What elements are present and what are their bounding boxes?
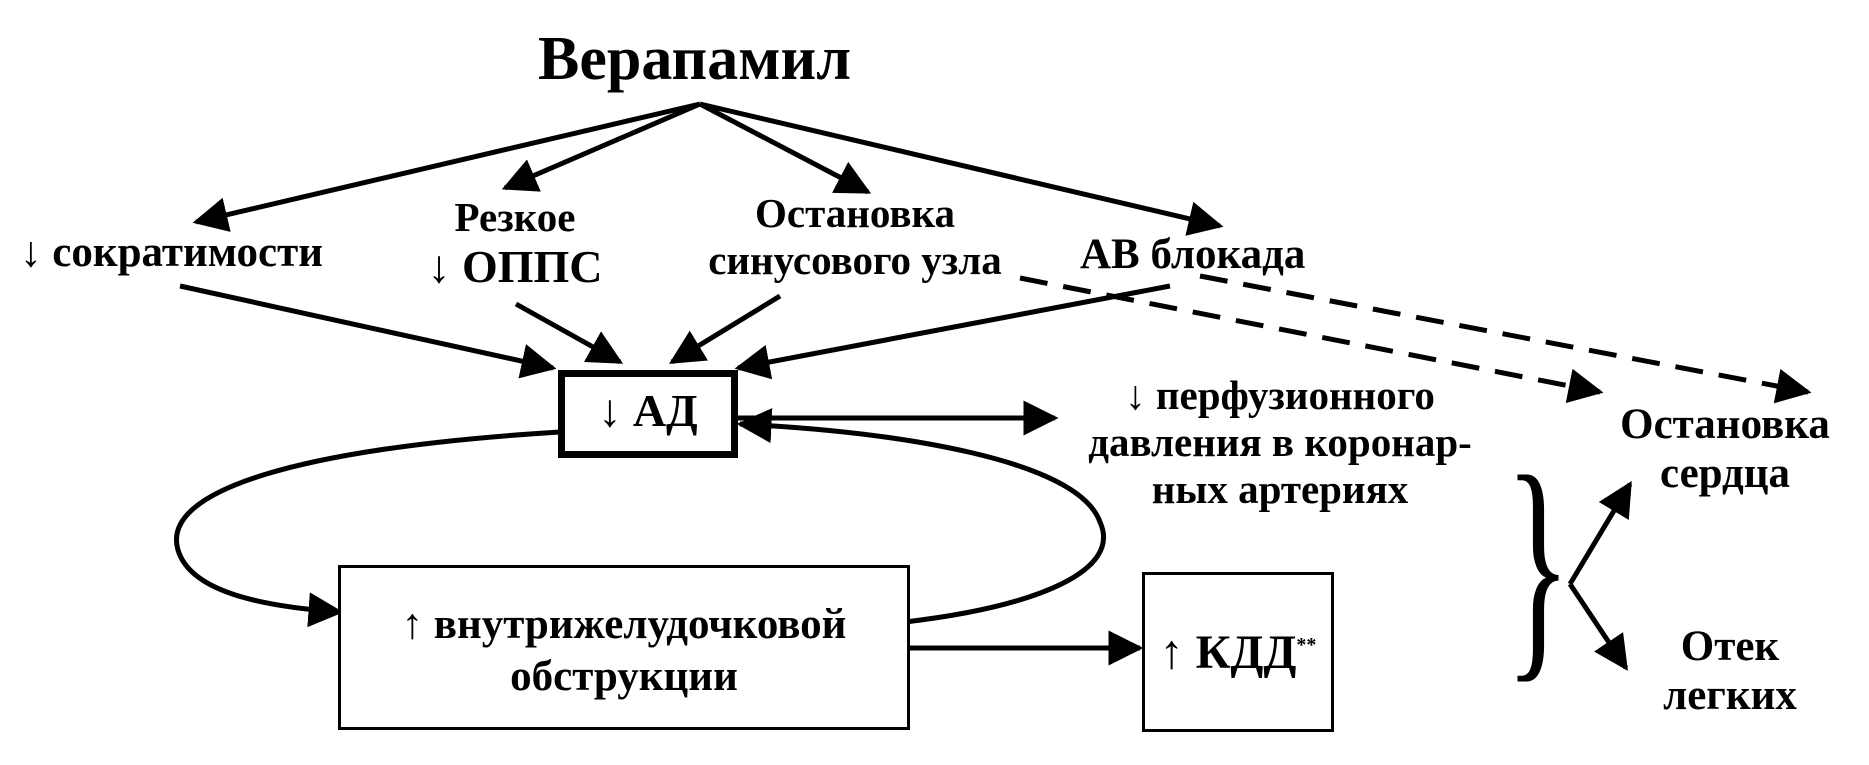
cardiac-arrest-line1: Остановка bbox=[1620, 401, 1830, 448]
label-sinus-line2: синусового узла bbox=[708, 237, 1002, 284]
edp-text: ↑ КДД bbox=[1159, 626, 1297, 679]
label-lung-edema: Отек легких bbox=[1640, 622, 1820, 721]
dashed-arrow-av-block-to-cardiac-arrest bbox=[1199, 273, 1812, 404]
label-opss-line1: Резкое bbox=[454, 194, 576, 240]
bp-box: ↓ АД bbox=[558, 370, 738, 458]
arrow-av-block-to-bp bbox=[734, 283, 1171, 380]
label-opss-line2: ↓ ОППС bbox=[427, 241, 603, 293]
edp-label: ↑ КДД** bbox=[1145, 625, 1331, 680]
arrow-title-to-av-block bbox=[699, 101, 1224, 236]
label-sinus-line1: Остановка bbox=[755, 190, 955, 236]
obstruction-line1: ↑ внутрижелудочковой bbox=[401, 601, 847, 648]
cardiac-arrest-line2: сердца bbox=[1659, 450, 1791, 498]
grouping-brace: } bbox=[1505, 426, 1571, 703]
label-sinus-arrest: Остановка синусового узла bbox=[670, 190, 1040, 284]
lung-edema-line2: легких bbox=[1663, 672, 1797, 720]
label-av-block: АВ блокада bbox=[1080, 231, 1306, 278]
obstruction-line2: обструкции bbox=[510, 653, 738, 700]
arrow-sinus-to-bp bbox=[669, 293, 782, 365]
label-coronary-perfusion: ↓ перфузионного давления в коронар- ных … bbox=[1030, 372, 1530, 513]
perfusion-line1: ↓ перфузионного bbox=[1125, 372, 1435, 418]
arrow-title-to-opss bbox=[501, 101, 701, 192]
arrow-title-to-contractility bbox=[192, 101, 701, 232]
diagram-title: Верапамил bbox=[538, 25, 851, 93]
arrow-obstruction-to-bp-loop bbox=[736, 408, 1107, 625]
arrow-title-to-sinus bbox=[698, 101, 872, 195]
arrow-fork-to-lung-edema bbox=[1567, 582, 1629, 671]
arrow-bp-to-obstruction-loop bbox=[174, 429, 561, 628]
lung-edema-line1: Отек bbox=[1680, 623, 1780, 670]
label-cardiac-arrest: Остановка сердца bbox=[1600, 400, 1850, 499]
perfusion-line2: давления в коронар- bbox=[1088, 419, 1472, 466]
arrow-contractility-to-bp bbox=[179, 283, 557, 379]
perfusion-line3: ных артериях bbox=[1151, 466, 1409, 513]
label-opss: Резкое ↓ ОППС bbox=[415, 194, 615, 294]
edp-footnote-mark: ** bbox=[1296, 634, 1317, 656]
dashed-arrow-sinus-to-cardiac-arrest bbox=[1019, 275, 1604, 404]
obstruction-box: ↑ внутрижелудочковой обструкции bbox=[338, 565, 910, 730]
label-contractility: ↓ сократимости bbox=[20, 229, 324, 276]
arrow-opss-to-bp bbox=[514, 301, 624, 365]
arrow-fork-to-cardiac-arrest bbox=[1567, 480, 1633, 586]
bp-label: ↓ АД bbox=[598, 385, 698, 436]
edp-box: ↑ КДД** bbox=[1142, 572, 1334, 732]
